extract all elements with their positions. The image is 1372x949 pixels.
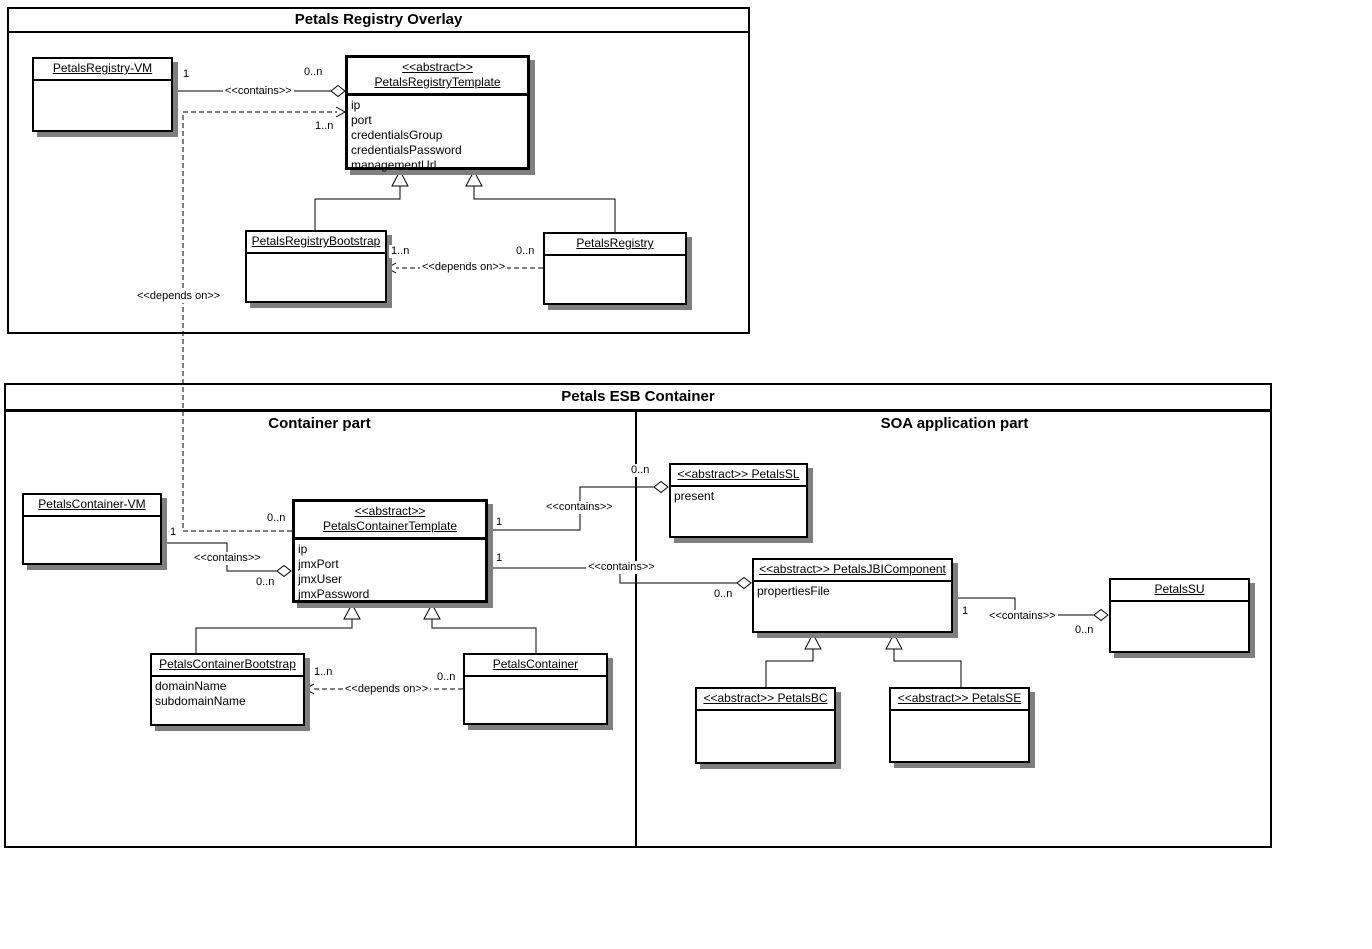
class-name: <<abstract>> PetalsSE [897, 691, 1022, 705]
multiplicity-0n-label: 0..n [254, 576, 277, 589]
class-petals-container: PetalsContainer [463, 653, 608, 725]
attribute: propertiesFile [757, 584, 830, 598]
class-name: PetalsContainerTemplate [322, 519, 458, 533]
depends-on-stereotype-label: <<depends on>> [420, 261, 508, 274]
class-title: PetalsContainer [465, 655, 606, 677]
multiplicity-0n-label: 0..n [435, 671, 458, 684]
contains-stereotype-label: <<contains>> [223, 85, 294, 98]
class-attributes [24, 517, 160, 563]
class-attributes [545, 256, 685, 303]
class-name: <<abstract>> PetalsSL [677, 467, 800, 481]
frame-esb-container-title: Petals ESB Container [6, 385, 1270, 412]
multiplicity-1-label: 1 [960, 605, 971, 618]
class-petals-registry: PetalsRegistry [543, 232, 687, 305]
multiplicity-0n-label: 0..n [1073, 624, 1096, 637]
class-petals-registry-vm: PetalsRegistry-VM [32, 57, 173, 132]
attribute: credentialsPassword [351, 143, 462, 157]
depends-on-stereotype-label: <<depends on>> [343, 683, 431, 696]
class-name: PetalsRegistryTemplate [374, 75, 501, 89]
multiplicity-0n-label: 0..n [302, 66, 325, 79]
class-name: PetalsContainer [492, 657, 579, 671]
class-title: PetalsRegistryBootstrap [247, 232, 385, 254]
multiplicity-1n-label: 1..n [313, 120, 336, 133]
class-stereotype: <<abstract>> [402, 60, 473, 74]
class-petals-container-template: <<abstract>> PetalsContainerTemplate ip … [292, 499, 488, 603]
multiplicity-1n-label: 1..n [312, 666, 335, 679]
contains-stereotype-label: <<contains>> [586, 561, 657, 574]
class-attributes [697, 711, 834, 762]
multiplicity-0n-label: 0..n [712, 588, 735, 601]
attribute: ip [298, 542, 308, 556]
class-name: PetalsContainer-VM [38, 497, 146, 511]
soa-application-part-label: SOA application part [880, 415, 1029, 432]
multiplicity-0n-label: 0..n [629, 464, 652, 477]
multiplicity-1-label: 1 [168, 526, 179, 539]
class-attributes: domainName subdomainName [152, 677, 303, 724]
class-title: PetalsSU [1111, 580, 1248, 602]
class-attributes [247, 254, 385, 301]
class-name: <<abstract>> PetalsBC [703, 691, 828, 705]
class-petals-su: PetalsSU [1109, 578, 1250, 653]
attribute: credentialsGroup [351, 128, 443, 142]
class-attributes: ip jmxPort jmxUser jmxPassword [295, 540, 485, 604]
class-attributes: present [671, 487, 806, 536]
class-title: <<abstract>> PetalsSL [671, 465, 806, 487]
class-attributes: propertiesFile [754, 582, 951, 631]
attribute: jmxPort [298, 557, 339, 571]
attribute: jmxUser [298, 572, 342, 586]
attribute: present [674, 489, 715, 503]
contains-stereotype-label: <<contains>> [192, 552, 263, 565]
class-stereotype: <<abstract>> [354, 504, 426, 518]
class-title: <<abstract>> PetalsRegistryTemplate [348, 58, 527, 96]
class-petals-se: <<abstract>> PetalsSE [889, 687, 1030, 763]
frame-registry-overlay-title: Petals Registry Overlay [9, 9, 748, 33]
class-attributes [465, 677, 606, 723]
frame-esb-container: Petals ESB Container [4, 383, 1272, 848]
class-name: PetalsRegistry-VM [52, 61, 153, 75]
class-name: <<abstract>> PetalsJBIComponent [759, 562, 946, 576]
class-title: PetalsRegistry [545, 234, 685, 256]
multiplicity-1-label: 1 [181, 68, 192, 81]
class-title: <<abstract>> PetalsBC [697, 689, 834, 711]
multiplicity-0n-label: 0..n [265, 512, 288, 525]
class-petals-container-bootstrap: PetalsContainerBootstrap domainName subd… [150, 653, 305, 726]
class-attributes [891, 711, 1028, 761]
attribute: port [351, 113, 372, 127]
attribute: jmxPassword [298, 587, 370, 601]
class-title: PetalsRegistry-VM [34, 59, 171, 81]
contains-stereotype-label: <<contains>> [544, 501, 615, 514]
attribute: managementUrl [351, 158, 437, 172]
class-petals-registry-bootstrap: PetalsRegistryBootstrap [245, 230, 387, 303]
frame-registry-overlay: Petals Registry Overlay [7, 7, 750, 334]
multiplicity-0n-label: 0..n [514, 245, 537, 258]
multiplicity-1-label: 1 [494, 516, 505, 529]
class-petals-container-vm: PetalsContainer-VM [22, 493, 162, 565]
class-name: PetalsRegistry [576, 236, 654, 250]
class-petals-registry-template: <<abstract>> PetalsRegistryTemplate ip p… [345, 55, 530, 172]
class-petals-bc: <<abstract>> PetalsBC [695, 687, 836, 764]
class-attributes: ip port credentialsGroup credentialsPass… [348, 96, 527, 175]
class-title: <<abstract>> PetalsJBIComponent [754, 560, 951, 582]
class-name: PetalsContainerBootstrap [159, 657, 296, 671]
class-name: PetalsRegistryBootstrap [251, 234, 381, 248]
class-petals-jbi-component: <<abstract>> PetalsJBIComponent properti… [752, 558, 953, 633]
attribute: domainName [155, 679, 227, 693]
class-attributes [1111, 602, 1248, 651]
contains-stereotype-label: <<contains>> [987, 610, 1058, 623]
class-title: <<abstract>> PetalsContainerTemplate [295, 502, 485, 540]
multiplicity-1-label: 1 [494, 552, 505, 565]
class-attributes [34, 81, 171, 130]
class-name: PetalsSU [1154, 582, 1205, 596]
esb-frame-part-divider [635, 410, 637, 846]
attribute: subdomainName [155, 694, 246, 708]
container-part-label: Container part [268, 415, 371, 432]
class-title: PetalsContainerBootstrap [152, 655, 303, 677]
class-title: <<abstract>> PetalsSE [891, 689, 1028, 711]
attribute: ip [351, 98, 361, 112]
class-title: PetalsContainer-VM [24, 495, 160, 517]
multiplicity-1n-label: 1..n [389, 245, 412, 258]
depends-on-stereotype-label: <<depends on>> [135, 290, 223, 303]
class-petals-sl: <<abstract>> PetalsSL present [669, 463, 808, 538]
